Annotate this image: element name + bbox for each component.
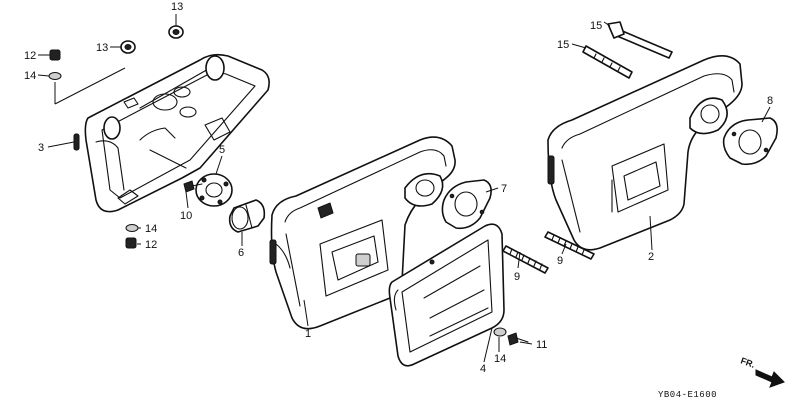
front-direction-label: FR. xyxy=(739,355,756,369)
washer-part-14-bottom xyxy=(493,327,507,337)
nut-part-13-top xyxy=(168,25,184,39)
washer-part-14-top xyxy=(48,72,62,80)
flange-bolt-part-15-lower xyxy=(582,45,633,79)
washer-part-14-lower-left xyxy=(125,224,139,232)
callout-15-lower: 15 xyxy=(557,39,569,51)
muffler-gasket-part-8 xyxy=(722,117,778,166)
bolt-part-12-top xyxy=(49,49,61,61)
front-direction-indicator: FR. xyxy=(739,355,785,388)
bolt-part-12-lower xyxy=(125,237,137,249)
front-arrow-icon xyxy=(755,369,785,388)
leader-lines xyxy=(37,14,771,363)
stud-bolt-part-9-right xyxy=(544,231,595,260)
callout-7: 7 xyxy=(501,183,507,195)
stud-bolt-part-9-left xyxy=(502,245,549,274)
callout-1: 1 xyxy=(305,328,311,340)
muffler-part-1 xyxy=(269,136,456,330)
diagram-code: YB04-E1600 xyxy=(658,390,717,400)
callout-12-lower: 12 xyxy=(145,239,157,251)
callout-13-top: 13 xyxy=(171,1,183,13)
callout-5: 5 xyxy=(219,144,225,156)
callout-14-bottom: 14 xyxy=(494,353,506,365)
callout-14-top: 14 xyxy=(24,70,36,82)
callout-labels: 13 12 13 14 3 5 10 14 12 6 1 7 4 14 11 1… xyxy=(24,1,773,375)
callout-13-left: 13 xyxy=(96,42,108,54)
callout-11: 11 xyxy=(536,339,547,351)
flange-bolt-part-15-upper xyxy=(607,21,673,59)
callout-9-right: 9 xyxy=(557,255,563,267)
spark-arrester-part-5 xyxy=(195,173,233,207)
muffler-part-2 xyxy=(547,55,743,251)
callout-2: 2 xyxy=(648,251,654,263)
callout-4: 4 xyxy=(480,363,486,375)
callout-14-lower: 14 xyxy=(145,223,157,235)
callout-3: 3 xyxy=(38,142,44,154)
screw-part-10 xyxy=(183,180,203,193)
spark-arrester-tube-part-6 xyxy=(228,199,266,233)
bolt-part-11 xyxy=(507,332,529,346)
muffler-protector-part-3 xyxy=(73,53,270,213)
callout-9-left: 9 xyxy=(514,271,520,283)
muffler-protector-part-4 xyxy=(388,223,505,367)
callout-10: 10 xyxy=(180,210,192,222)
callout-8: 8 xyxy=(767,95,773,107)
nut-part-13-left xyxy=(120,40,136,54)
callout-15-upper: 15 xyxy=(590,20,602,32)
callout-12-top: 12 xyxy=(24,50,36,62)
muffler-gasket-part-7 xyxy=(441,179,492,230)
callout-6: 6 xyxy=(238,247,244,259)
